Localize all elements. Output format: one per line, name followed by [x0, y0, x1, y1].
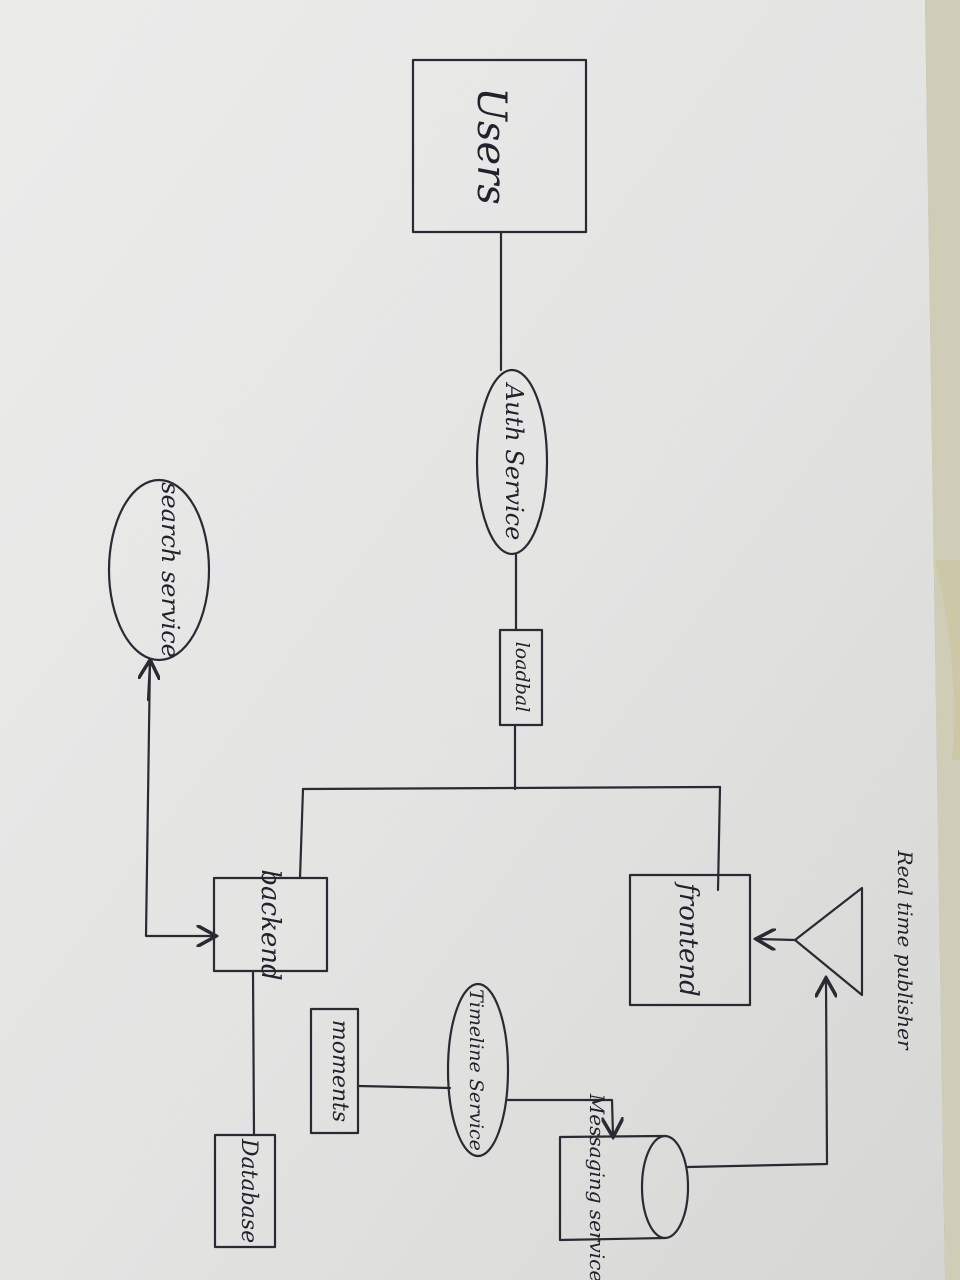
edge-backend-search-arrow	[148, 662, 150, 702]
paper-edge-stain	[935, 560, 960, 760]
backend-label: backend	[255, 869, 285, 980]
backend-node: backend	[212, 869, 329, 981]
moments-box	[309, 1007, 360, 1135]
frontend-box	[628, 873, 752, 1007]
edge-publisher-frontend	[758, 939, 797, 940]
users-box	[411, 58, 588, 234]
edge-timeline-messaging	[506, 1098, 613, 1135]
real-time-publisher-triangle	[793, 886, 864, 997]
load-balancer-label: loadbal	[511, 642, 533, 713]
search-service-label: search service	[156, 482, 184, 658]
load-balancer-box	[498, 628, 544, 727]
backend-box	[212, 876, 329, 973]
edge-lb-split	[298, 723, 722, 892]
messaging-service-label: Messaging service	[585, 1093, 609, 1280]
load-balancer-node: loadbal	[498, 628, 544, 727]
timeline-service-label: Timeline Service	[465, 989, 487, 1151]
users-node: Users	[411, 58, 588, 234]
auth-service-node: Auth Service	[475, 368, 549, 556]
users-label: Users	[468, 87, 514, 205]
database-box	[213, 1133, 277, 1249]
real-time-publisher-node: Real time publisher	[793, 850, 917, 1051]
search-service-node: search service	[107, 478, 211, 662]
edge-search-backend	[144, 658, 214, 936]
frontend-label: frontend	[673, 881, 703, 997]
moments-node: moments	[309, 1007, 360, 1135]
timeline-service-node: Timeline Service	[446, 982, 510, 1158]
edge-messaging-publisher	[686, 980, 827, 1169]
messaging-service-node: Messaging service	[558, 1093, 690, 1280]
auth-service-label: Auth Service	[500, 382, 528, 541]
frontend-node: frontend	[628, 873, 752, 1007]
messaging-service-cylinder	[558, 1134, 667, 1242]
auth-service-ellipse	[475, 368, 549, 556]
database-label: Database	[236, 1138, 261, 1243]
paper-edge-shadow	[925, 0, 960, 1280]
edge-moments-timeline	[356, 1084, 452, 1090]
messaging-service-cylinder-end	[640, 1134, 690, 1240]
database-node: Database	[213, 1133, 277, 1249]
timeline-service-ellipse	[446, 982, 510, 1158]
edge-backend-database	[251, 969, 256, 1137]
moments-label: moments	[327, 1020, 352, 1122]
real-time-publisher-label: Real time publisher	[893, 850, 917, 1051]
